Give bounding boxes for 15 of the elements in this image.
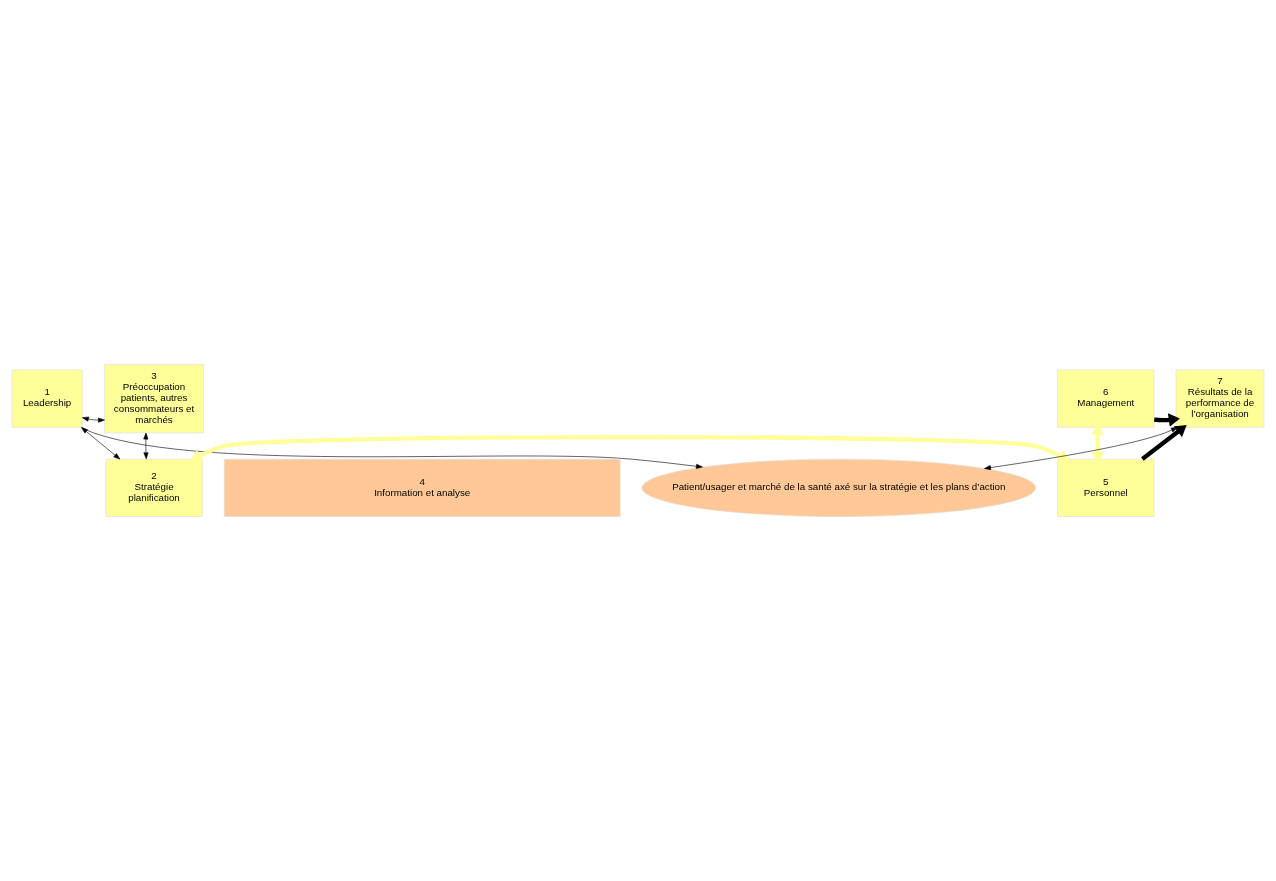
arrow: [81, 427, 121, 460]
node-ellipse: Patient/usager et marché de la santé axé sur la stratégie et les plans d’action: [641, 458, 1036, 517]
arrow: [82, 416, 105, 423]
node-box: 4 Information et analyse: [223, 458, 621, 517]
node-box: 2 Stratégie planification: [105, 458, 203, 517]
arrow: [190, 434, 1070, 462]
node-box: 7 Résultats de la performance de l’organisation: [1175, 369, 1265, 428]
arrow: [143, 432, 149, 460]
arrow: [984, 427, 1178, 470]
node-box: 5 Personnel: [1057, 458, 1155, 517]
node-box: 3 Préoccupation patients, autres consommateurs et marchés: [104, 364, 204, 434]
arrow: [81, 427, 703, 469]
node-box: 1 Leadership: [11, 369, 83, 428]
node-box: 6 Management: [1057, 369, 1155, 428]
arrow: [1141, 424, 1187, 461]
